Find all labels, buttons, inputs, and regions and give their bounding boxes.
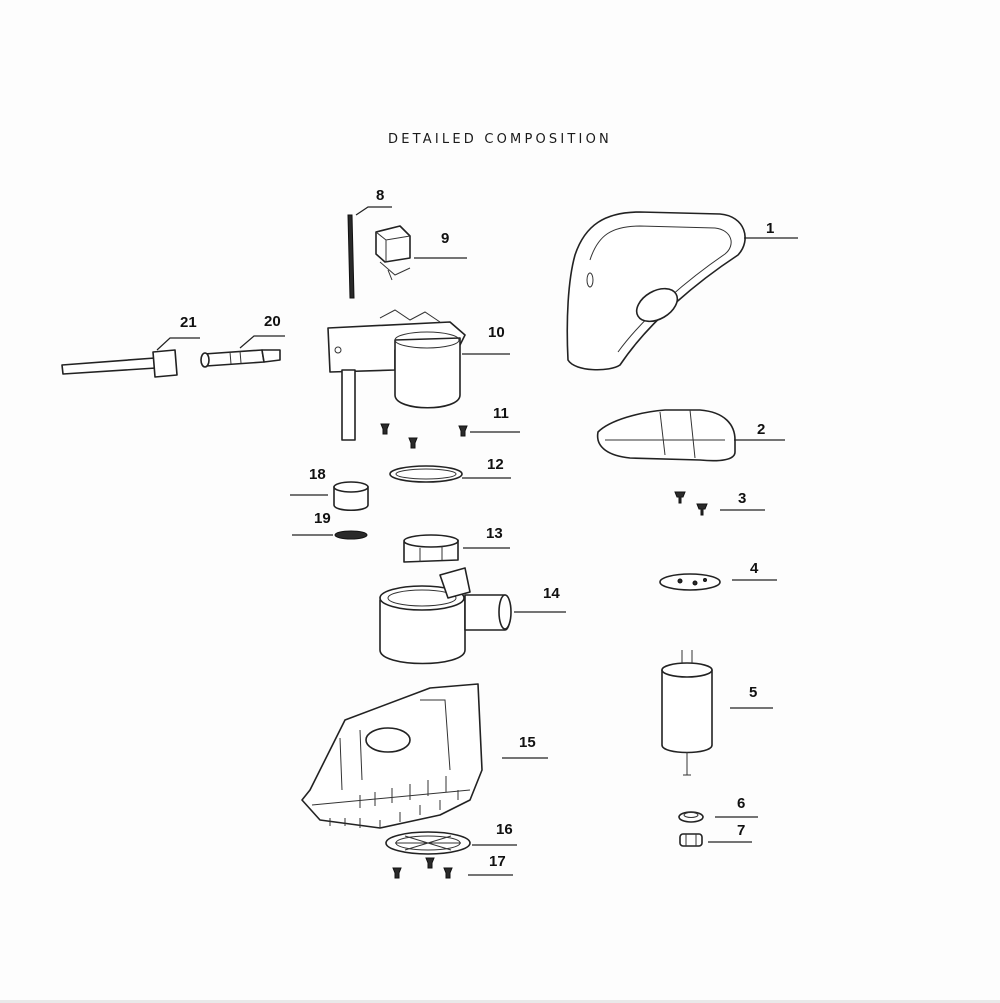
callout-17: 17	[489, 853, 506, 870]
part-12-oring	[389, 465, 463, 483]
part-11-screws	[380, 423, 468, 449]
part-19-washer	[334, 530, 368, 540]
part-7-nut	[679, 833, 703, 847]
callout-18: 18	[309, 466, 326, 483]
callout-19: 19	[314, 510, 331, 527]
part-18-cap	[333, 481, 369, 512]
part-8-strip	[347, 214, 355, 299]
callout-2: 2	[757, 421, 765, 438]
part-1-cover	[566, 211, 746, 371]
part-16-grill	[385, 831, 471, 855]
callout-8: 8	[376, 187, 384, 204]
part-17-screws	[392, 857, 453, 879]
callout-11: 11	[493, 405, 509, 422]
callout-labels: 1 2 3 4 5 6 7 8 9 10 11 12 13 14 15 16 1…	[180, 187, 774, 870]
callout-16: 16	[496, 821, 513, 838]
callout-14: 14	[543, 585, 560, 602]
part-14-chamber	[379, 567, 512, 665]
part-2-housing	[596, 409, 736, 462]
callout-3: 3	[738, 490, 746, 507]
part-9-switch	[375, 225, 411, 281]
callout-20: 20	[264, 313, 281, 330]
callout-5: 5	[749, 684, 757, 701]
callout-21: 21	[180, 314, 197, 331]
part-20-connector	[200, 349, 281, 368]
part-21-hose	[61, 349, 178, 378]
callout-4: 4	[750, 560, 759, 577]
callout-7: 7	[737, 822, 745, 839]
leader-lines	[156, 206, 798, 876]
callout-9: 9	[441, 230, 449, 247]
diagram-title: DETAILED COMPOSITION	[388, 132, 612, 147]
callout-1: 1	[766, 220, 774, 237]
callout-10: 10	[488, 324, 505, 341]
callout-6: 6	[737, 795, 745, 812]
part-3-screws	[674, 491, 708, 516]
callout-12: 12	[487, 456, 504, 473]
callout-13: 13	[486, 525, 503, 542]
part-5-motor	[661, 650, 713, 776]
part-6-bushing	[678, 811, 704, 823]
callout-15: 15	[519, 734, 536, 751]
bottom-border	[0, 1000, 1000, 1003]
part-4-plate	[659, 573, 721, 591]
part-10-bracket	[327, 309, 466, 441]
part-15-base	[301, 683, 483, 829]
part-13-impeller	[403, 534, 459, 563]
